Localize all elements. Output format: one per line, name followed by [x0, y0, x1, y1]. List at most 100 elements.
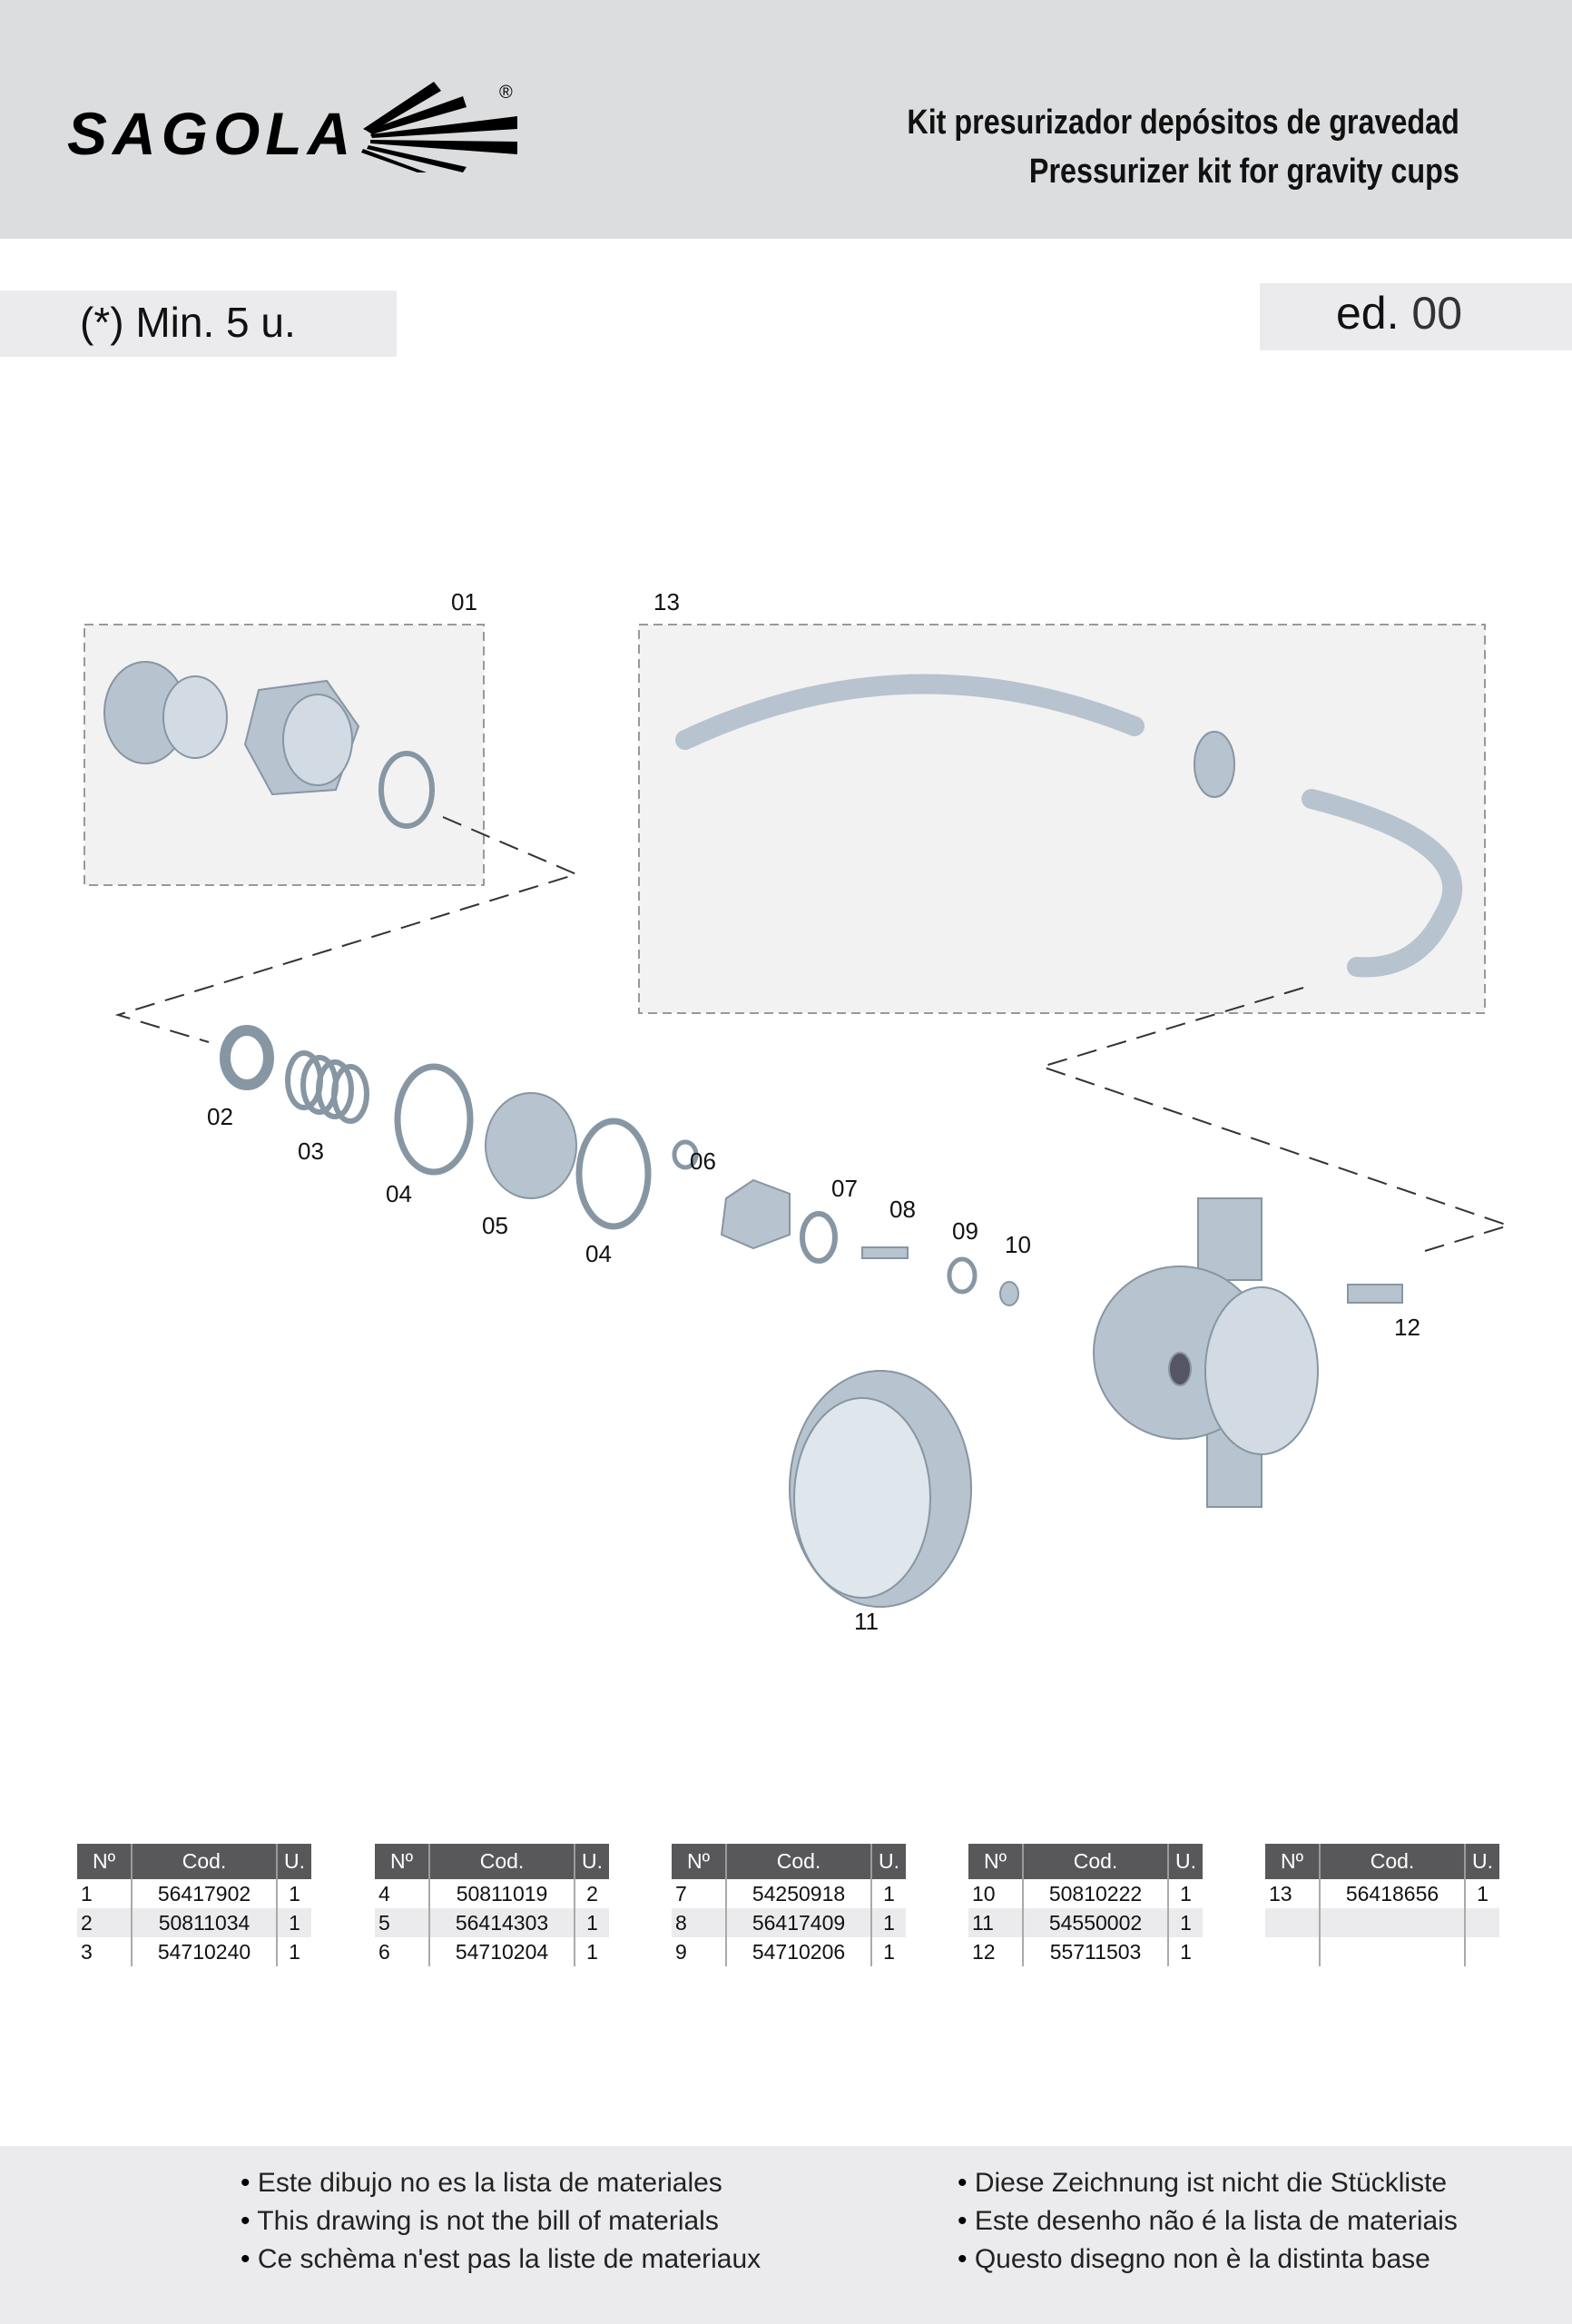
table-cell: 1	[1180, 1881, 1192, 1905]
table-cell: 1	[289, 1881, 300, 1905]
table-row	[1265, 1908, 1499, 1937]
table-cell: 1	[1168, 1908, 1203, 1937]
table-cell: 54250918	[726, 1879, 872, 1908]
table-cell: 13	[1265, 1879, 1321, 1908]
column-header: U.	[277, 1844, 311, 1879]
table-cell: 1	[1180, 1939, 1192, 1964]
callout-04: 04	[386, 1180, 412, 1207]
disclaimer-right: Diese Zeichnung ist nicht die Stückliste…	[958, 2164, 1458, 2279]
table-cell: 54710206	[726, 1937, 872, 1966]
disclaimer-pt: Este desenho não é la lista de materiais	[958, 2202, 1458, 2240]
callout-07: 07	[831, 1175, 858, 1202]
table-row	[1265, 1937, 1499, 1966]
table-cell	[1320, 1908, 1466, 1937]
column-header: Nº	[1265, 1844, 1321, 1879]
table-cell	[1465, 1937, 1499, 1966]
callout-05: 05	[482, 1212, 508, 1239]
table-cell: 2	[586, 1881, 598, 1905]
column-header: Cod.	[429, 1844, 575, 1879]
table-cell: 1	[1477, 1881, 1488, 1905]
callout-09: 09	[952, 1217, 978, 1245]
callout-12: 12	[1394, 1314, 1420, 1341]
document-title: Kit presurizador depósitos de gravedad P…	[908, 98, 1459, 196]
column-header: U.	[1465, 1844, 1499, 1879]
table-cell: 6	[375, 1937, 430, 1966]
disclaimer-fr: Ce schèma n'est pas la liste de materiau…	[241, 2240, 761, 2279]
column-header: U.	[871, 1844, 906, 1879]
disclaimer-it: Questo disegno non è la distinta base	[958, 2240, 1458, 2279]
column-header: Nº	[672, 1844, 727, 1879]
table-cell: 1	[883, 1881, 895, 1905]
title-spanish: Kit presurizador depósitos de gravedad	[907, 103, 1459, 142]
parts-drawing	[84, 624, 1512, 1608]
table-cell: 2	[77, 1908, 133, 1937]
callout-04b: 04	[585, 1240, 612, 1267]
table-cell: 7	[672, 1879, 727, 1908]
table-cell: 1	[883, 1939, 895, 1964]
table-cell: 1	[575, 1908, 609, 1937]
column-header: Cod.	[1320, 1844, 1466, 1879]
column-header: Nº	[968, 1844, 1024, 1879]
disclaimer-es: Este dibujo no es la lista de materiales	[241, 2164, 761, 2202]
table-cell: 56417409	[726, 1908, 872, 1937]
column-header: U.	[1168, 1844, 1203, 1879]
table-cell: 9	[672, 1937, 727, 1966]
table-cell: 11	[968, 1908, 1024, 1937]
table-cell: 54710204	[429, 1937, 575, 1966]
sagola-logo: SAGOLA ®	[64, 73, 526, 177]
column-header: Cod.	[1023, 1844, 1169, 1879]
table-cell	[1465, 1908, 1499, 1937]
column-header: Nº	[375, 1844, 430, 1879]
callout-10: 10	[1005, 1231, 1031, 1258]
table-cell: 8	[672, 1908, 727, 1937]
callout-03: 03	[298, 1137, 324, 1165]
callout-11: 11	[854, 1608, 879, 1635]
footer: Este dibujo no es la lista de materiales…	[0, 2146, 1572, 2324]
disclaimer-left: Este dibujo no es la lista de materiales…	[241, 2164, 761, 2279]
table-cell: 10	[968, 1879, 1024, 1908]
disclaimer-en: This drawing is not the bill of material…	[241, 2202, 761, 2240]
table-cell: 56417902	[132, 1879, 278, 1908]
table-cell	[1265, 1937, 1321, 1966]
callout-06: 06	[690, 1147, 716, 1175]
table-cell: 1	[77, 1879, 133, 1908]
edition-box: ed. 00	[1260, 283, 1572, 350]
table-cell: 50810222	[1023, 1879, 1169, 1908]
callout-01: 01	[451, 588, 477, 615]
callout-02: 02	[207, 1103, 233, 1130]
min-quantity-note: (*) Min. 5 u.	[0, 290, 397, 357]
svg-text:SAGOLA: SAGOLA	[67, 100, 356, 167]
table-cell: 5	[375, 1908, 430, 1937]
table-cell: 56418656	[1320, 1879, 1466, 1908]
title-english: Pressurizer kit for gravity cups	[1029, 153, 1459, 191]
edition-number: 00	[1411, 288, 1463, 339]
callout-08: 08	[889, 1196, 916, 1223]
table-cell: 50811019	[429, 1879, 575, 1908]
table-cell: 54550002	[1023, 1908, 1169, 1937]
column-header: Cod.	[726, 1844, 872, 1879]
table-cell: 56414303	[429, 1908, 575, 1937]
table-cell: 50811034	[132, 1908, 278, 1937]
column-header: U.	[575, 1844, 609, 1879]
table-cell: 1	[289, 1939, 300, 1964]
svg-text:®: ®	[499, 83, 513, 103]
disclaimer-de: Diese Zeichnung ist nicht die Stückliste	[958, 2164, 1458, 2202]
table-cell: 3	[77, 1937, 133, 1966]
header: SAGOLA ® Kit presurizador depósitos de g…	[0, 0, 1572, 239]
